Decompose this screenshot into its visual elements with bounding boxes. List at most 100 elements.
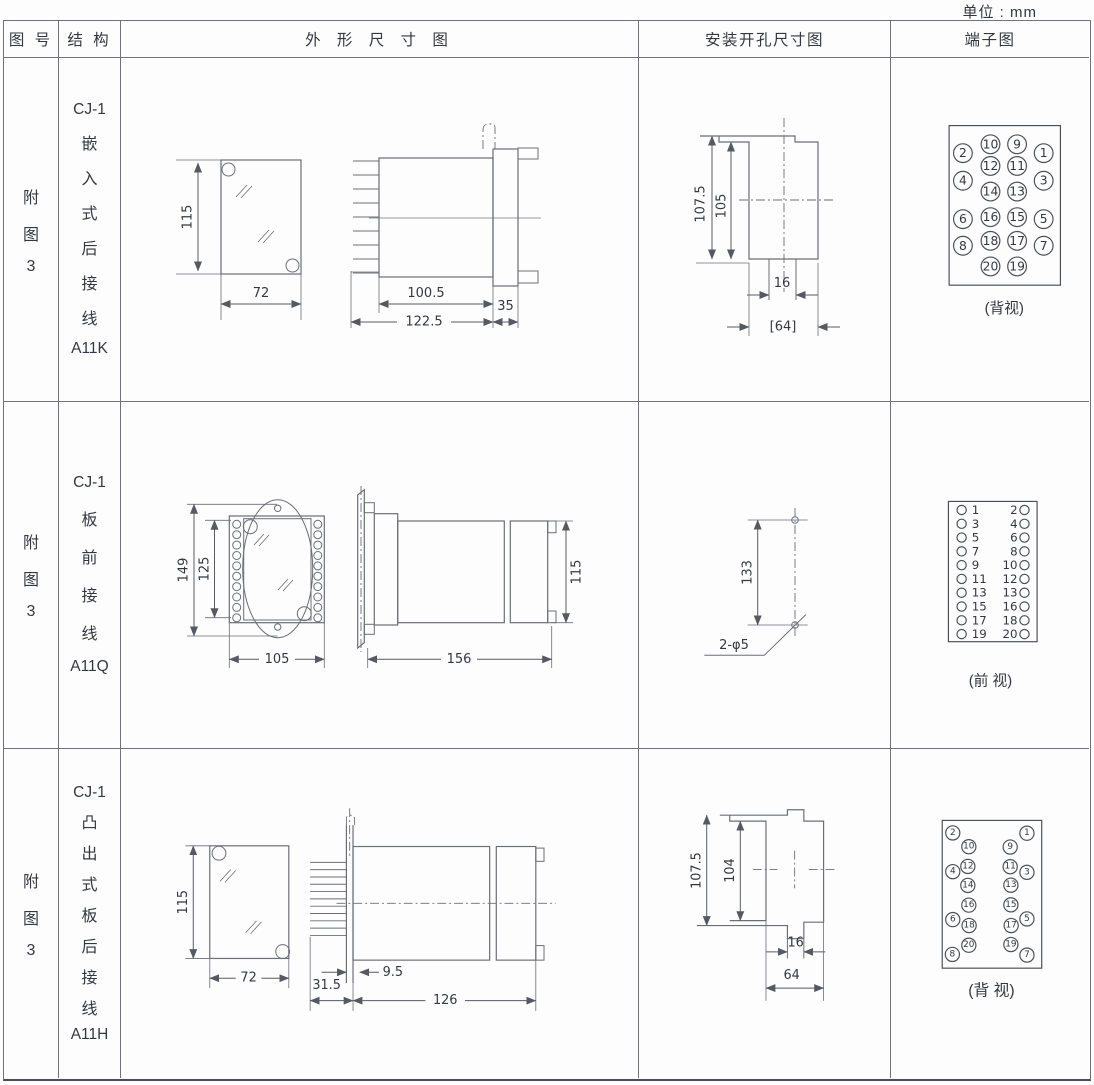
- structure-cell-r3: CJ-1 凸出式板后接线 A11H: [59, 749, 121, 1078]
- structure-text-r2: 板前接线: [81, 512, 98, 643]
- header-cell-terminal: 端子图: [891, 21, 1089, 58]
- terminal-12: [1019, 573, 1030, 585]
- code-r2: A11Q: [70, 658, 109, 675]
- terminal-8: [952, 235, 973, 256]
- terminal-num-10: 10: [983, 137, 999, 151]
- terminal-num-6: 6: [1010, 531, 1018, 545]
- dim-mount-inner-h-r3: 104: [723, 858, 738, 883]
- dim-mount-notch-w-r3: 16: [787, 936, 803, 951]
- terminal-num-3: 3: [1040, 174, 1048, 188]
- terminal-3: [1019, 864, 1035, 881]
- terminal-13: [956, 587, 967, 598]
- terminal-6: [1019, 532, 1030, 543]
- terminal-19: [956, 628, 967, 640]
- terminal-4: [952, 170, 973, 191]
- structure-cell-r2: CJ-1 板前接线 A11Q: [59, 402, 121, 749]
- terminal-15: [956, 601, 967, 612]
- header-fig-no: 图 号: [8, 32, 54, 49]
- terminal-16: [961, 897, 977, 913]
- terminal-num-15: 15: [972, 600, 987, 614]
- terminal-10: [961, 839, 977, 855]
- terminal-num-15: 15: [1005, 900, 1016, 910]
- terminal-13: [1003, 877, 1019, 893]
- dim-case-height-r2: 125: [198, 557, 213, 582]
- terminal-19: [1003, 936, 1019, 953]
- terminal-num-11: 11: [1009, 159, 1025, 173]
- terminal-7: [1019, 947, 1035, 963]
- terminal-1: [1019, 825, 1035, 841]
- model-r2: CJ-1: [73, 474, 106, 491]
- terminal-15: [1007, 207, 1028, 228]
- dim-front-width-r2: 105: [265, 652, 290, 667]
- terminal-8: [944, 946, 961, 963]
- view-label-r3: (背 视): [968, 981, 1014, 999]
- terminal-num-13: 13: [972, 586, 987, 600]
- glass-hatch: [253, 533, 294, 592]
- terminal-9: [956, 559, 967, 571]
- terminal-num-1: 1: [1024, 828, 1030, 838]
- mounting-drawing-r3: 107.5 104 16 64: [689, 809, 837, 1001]
- dim-total-length-r1: 122.5: [405, 315, 442, 330]
- dim-front-height-r3: 115: [176, 890, 191, 915]
- terminal-num-11: 11: [972, 572, 987, 586]
- terminal-num-3: 3: [1024, 867, 1030, 877]
- terminal-12: [960, 858, 976, 875]
- terminal-14: [980, 181, 1001, 202]
- terminal-7: [956, 546, 967, 557]
- dim-body-length-r2: 156: [447, 652, 472, 667]
- header-cell-outline: 外 形 尺 寸 图: [121, 21, 639, 58]
- dim-body-length-r3: 126: [433, 993, 458, 1008]
- handle-outline: [482, 123, 496, 149]
- terminal-13: [1019, 587, 1030, 598]
- dim-mount-cut-w-r1: [64]: [770, 320, 797, 335]
- terminal-screws-left: [232, 519, 242, 623]
- terminal-num-17: 17: [972, 613, 987, 627]
- terminal-19: [1007, 256, 1028, 277]
- glass-hatch: [235, 184, 275, 244]
- header-outline: 外 形 尺 寸 图: [305, 32, 454, 49]
- terminal-13: [1007, 181, 1028, 202]
- dim-body-length-r1: 100.5: [407, 286, 444, 301]
- terminal-num-4: 4: [959, 174, 967, 188]
- terminal-num-2: 2: [1010, 503, 1018, 517]
- terminal-2: [945, 825, 961, 841]
- terminal-6: [945, 911, 961, 928]
- mounting-cell-r1: 107.5 105 16 [64]: [639, 58, 891, 402]
- terminal-num-17: 17: [1009, 234, 1025, 248]
- dim-plate-gap-r3: 9.5: [383, 965, 403, 980]
- terminal-num-12: 12: [1003, 572, 1018, 586]
- outline-drawing-r2: 149 125 105 115 156: [177, 486, 585, 668]
- terminal-num-8: 8: [959, 239, 967, 253]
- terminal-3: [956, 518, 967, 530]
- dim-mount-outer-h-r3: 107.5: [689, 852, 704, 889]
- mounting-drawing-r1: 107.5 105 16 [64]: [694, 118, 840, 336]
- dim-mount-cut-w-r3: 64: [784, 968, 800, 983]
- terminal-num-5: 5: [972, 531, 980, 545]
- dim-flange-depth-r1: 35: [497, 299, 514, 314]
- hole-spec-label-r2: 2-φ5: [719, 638, 749, 653]
- terminal-num-13: 13: [1005, 880, 1016, 890]
- structure-cell-r1: CJ-1 嵌入式后接线 A11K: [59, 58, 121, 402]
- terminal-1: [1033, 143, 1054, 164]
- terminal-num-2: 2: [959, 146, 967, 160]
- dim-mount-notch-w-r1: 16: [774, 276, 791, 291]
- terminal-num-18: 18: [963, 921, 975, 931]
- terminal-num-3: 3: [972, 517, 980, 531]
- terminal-num-5: 5: [1040, 212, 1048, 226]
- header-mounting: 安装开孔尺寸图: [704, 32, 824, 49]
- terminal-7: [1033, 235, 1054, 256]
- terminal-num-10: 10: [963, 842, 975, 852]
- terminal-num-20: 20: [983, 259, 999, 273]
- terminal-num-18: 18: [983, 234, 999, 248]
- terminal-10: [980, 134, 1001, 155]
- mounting-drawing-r2: 133 2-φ5: [704, 508, 808, 656]
- terminal-num-15: 15: [1009, 210, 1025, 224]
- terminal-num-16: 16: [1003, 600, 1018, 614]
- header-cell-fig-no: 图 号: [4, 21, 59, 58]
- dim-pin-length-r3: 31.5: [312, 978, 341, 993]
- terminal-6: [952, 209, 973, 230]
